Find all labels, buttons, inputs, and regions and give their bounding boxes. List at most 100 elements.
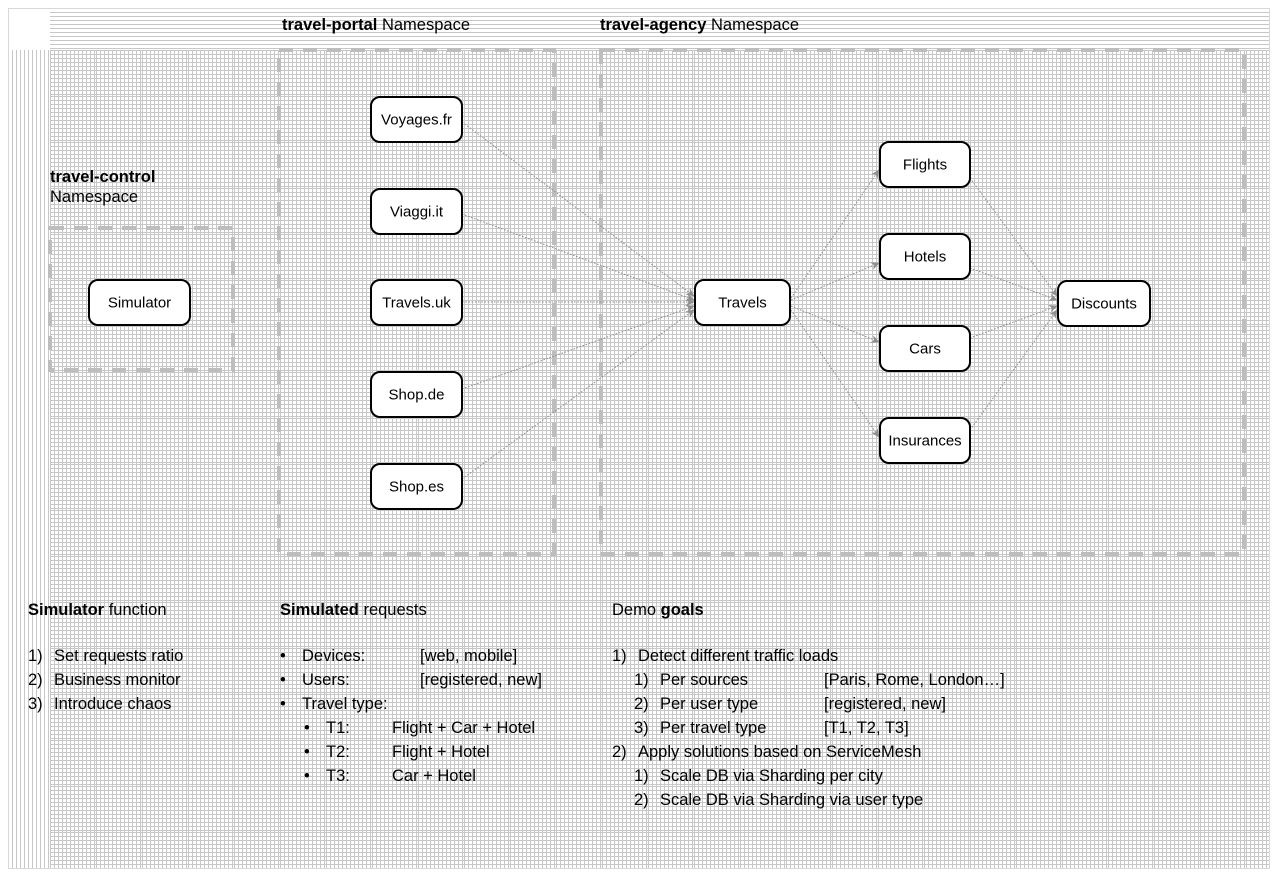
list-item: • T2: Flight + Hotel: [304, 740, 600, 764]
list-marker: 1): [634, 767, 649, 785]
node-box-simulator[interactable]: [88, 279, 191, 326]
list-item: • T3: Car + Hotel: [304, 764, 600, 788]
goal-sublist-2: 1) Scale DB via Sharding per city 2) Sca…: [612, 764, 1112, 812]
legend-requests-heading: Simulated requests: [280, 598, 600, 622]
node-box-insurances[interactable]: [879, 417, 971, 464]
bullet-icon: •: [280, 695, 286, 713]
node-cars[interactable]: Cars: [879, 325, 971, 372]
namespace-name-travel-agency: travel-agency: [600, 16, 707, 34]
node-label-cars: Cars: [909, 340, 941, 357]
node-travels-uk[interactable]: Travels.uk: [370, 279, 463, 326]
node-voyages-fr[interactable]: Voyages.fr: [370, 96, 463, 143]
list-item: 1) Per sources [Paris, Rome, London…]: [634, 668, 1112, 692]
node-label-insurances: Insurances: [888, 432, 961, 449]
list-label: T2:: [326, 743, 350, 761]
namespace-label-travel-agency: travel-agency Namespace: [600, 15, 799, 35]
edge-insurances-discounts: [969, 309, 1058, 431]
list-marker: 3): [634, 719, 649, 737]
list-item: 2) Apply solutions based on ServiceMesh: [612, 740, 1112, 764]
namespace-label-travel-control: travel-control Namespace: [50, 167, 155, 207]
node-box-hotels[interactable]: [879, 233, 971, 280]
list-label: Users:: [302, 671, 350, 689]
list-value: [Paris, Rome, London…]: [824, 671, 1005, 689]
node-label-hotels: Hotels: [904, 248, 947, 265]
list-text: Detect different traffic loads: [638, 647, 839, 665]
node-shop-es[interactable]: Shop.es: [370, 463, 463, 510]
list-item: 2) Business monitor: [28, 668, 268, 692]
node-hotels[interactable]: Hotels: [879, 233, 971, 280]
edge-cars-discounts: [969, 305, 1058, 339]
list-marker: 1): [28, 647, 43, 665]
namespace-suffix-travel-control: Namespace: [50, 188, 139, 206]
edge-travels-cars: [790, 305, 880, 343]
node-simulator[interactable]: Simulator: [88, 279, 191, 326]
list-text: Per sources: [660, 671, 749, 689]
list-label: T3:: [326, 767, 350, 785]
list-item: 2) Per user type [registered, new]: [634, 692, 1112, 716]
legend-simulator-heading-bold: Simulator: [28, 601, 105, 619]
list-text: Business monitor: [54, 671, 181, 689]
edge-travels-insurances: [790, 309, 880, 438]
legend-goals-heading-rest: Demo: [612, 601, 657, 619]
node-box-travels[interactable]: [694, 279, 791, 326]
node-box-viaggi-it[interactable]: [370, 188, 463, 235]
edge-group-portal-to-travels: [461, 121, 695, 480]
list-item: • Travel type:: [280, 692, 600, 716]
list-value: [web, mobile]: [420, 647, 518, 665]
node-flights[interactable]: Flights: [879, 141, 971, 188]
node-insurances[interactable]: Insurances: [879, 417, 971, 464]
node-box-shop-es[interactable]: [370, 463, 463, 510]
namespace-box-travel-portal: [277, 48, 556, 556]
bullet-icon: •: [304, 743, 310, 761]
node-box-shop-de[interactable]: [370, 371, 463, 418]
bullet-icon: •: [304, 719, 310, 737]
node-box-flights[interactable]: [879, 141, 971, 188]
list-text: Scale DB via Sharding via user type: [660, 791, 924, 809]
node-box-discounts[interactable]: [1057, 280, 1151, 327]
list-marker: 3): [28, 695, 43, 713]
goal-sublist-1: 1) Per sources [Paris, Rome, London…] 2)…: [612, 668, 1112, 740]
list-item: 3) Introduce chaos: [28, 692, 268, 716]
node-box-cars[interactable]: [879, 325, 971, 372]
node-discounts[interactable]: Discounts: [1057, 280, 1151, 327]
list-value: Flight + Car + Hotel: [392, 719, 536, 737]
node-label-voyages-fr: Voyages.fr: [381, 111, 452, 128]
list-marker: 2): [634, 695, 649, 713]
node-label-travels-uk: Travels.uk: [382, 294, 451, 311]
node-box-voyages-fr[interactable]: [370, 96, 463, 143]
node-label-flights: Flights: [903, 156, 947, 173]
edge-voyages-fr-travels: [461, 121, 695, 297]
list-value: Flight + Hotel: [392, 743, 490, 761]
list-label: T1:: [326, 719, 350, 737]
list-item: • Users: [registered, new]: [280, 668, 600, 692]
node-box-travels-uk[interactable]: [370, 279, 463, 326]
bullet-icon: •: [280, 671, 286, 689]
list-text: Per travel type: [660, 719, 767, 737]
legend-requests-heading-bold: Simulated: [280, 601, 359, 619]
edge-flights-discounts: [969, 177, 1058, 297]
namespace-box-travel-control: [48, 226, 235, 372]
edge-group-services-to-discounts: [969, 177, 1058, 431]
bullet-icon: •: [280, 647, 286, 665]
edge-hotels-discounts: [969, 267, 1058, 301]
node-label-viaggi-it: Viaggi.it: [390, 203, 444, 220]
namespace-suffix-travel-portal: Namespace: [381, 16, 470, 34]
node-travels[interactable]: Travels: [694, 279, 791, 326]
list-item: 1) Scale DB via Sharding per city: [634, 764, 1112, 788]
list-value: [registered, new]: [420, 671, 542, 689]
node-shop-de[interactable]: Shop.de: [370, 371, 463, 418]
legend-simulated-requests: Simulated requests • Devices: [web, mobi…: [280, 598, 600, 788]
list-item: • T1: Flight + Car + Hotel: [304, 716, 600, 740]
list-marker: 2): [28, 671, 43, 689]
edge-shop-de-travels: [461, 305, 695, 390]
travel-type-sublist: • T1: Flight + Car + Hotel • T2: Flight …: [280, 716, 600, 788]
legend-goals-heading-bold: goals: [660, 601, 704, 619]
namespace-label-travel-portal: travel-portal Namespace: [282, 15, 470, 35]
list-marker: 1): [634, 671, 649, 689]
list-value: Car + Hotel: [392, 767, 476, 785]
list-marker: 2): [634, 791, 649, 809]
legend-demo-goals: Demo goals 1) Detect different traffic l…: [612, 598, 1112, 812]
list-label: Travel type:: [302, 695, 388, 713]
legend-simulator-function: Simulator function 1) Set requests ratio…: [28, 598, 268, 716]
node-viaggi-it[interactable]: Viaggi.it: [370, 188, 463, 235]
